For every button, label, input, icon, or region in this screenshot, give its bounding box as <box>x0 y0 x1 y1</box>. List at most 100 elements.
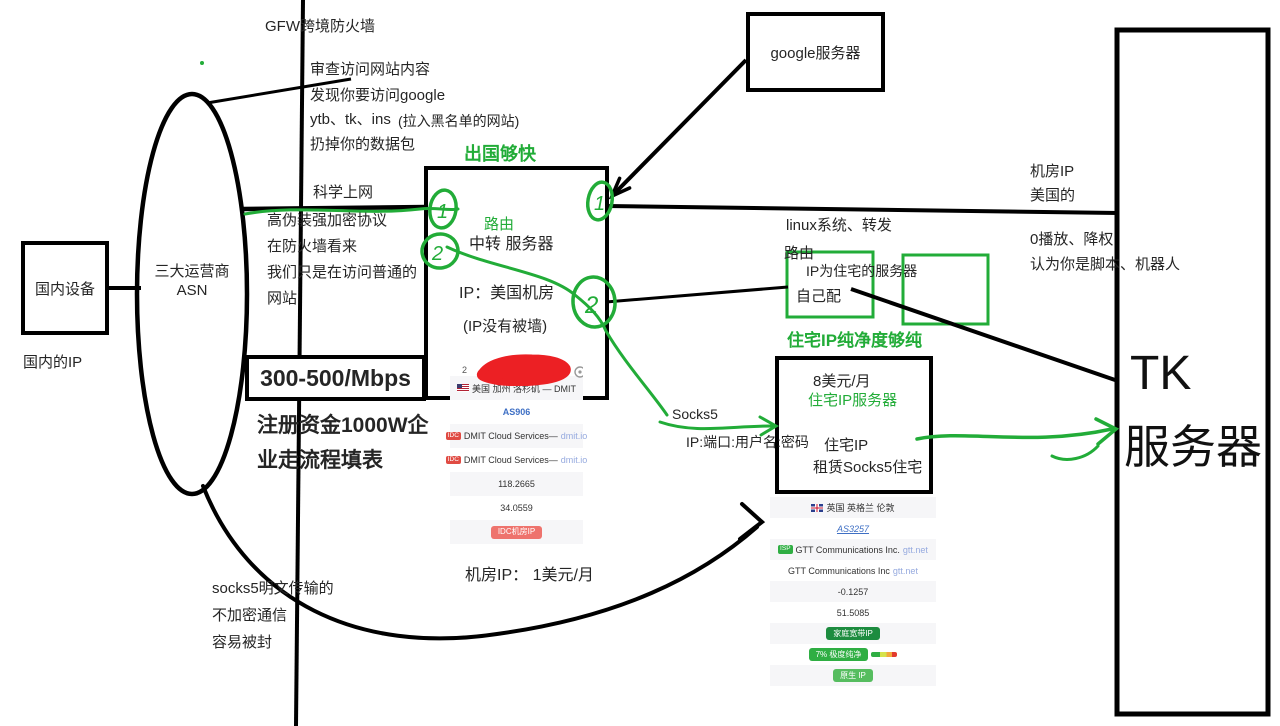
transit-to-tk-line <box>606 204 1119 215</box>
carrier-asn-ellipse <box>134 91 250 497</box>
residential-ip-card: 英国 英格兰 伦敦 AS3257 ISP GTT Communications … <box>770 497 936 686</box>
risk-gradient-bar <box>871 652 898 657</box>
idc-badge: IDC <box>445 455 461 465</box>
step1-circle-left <box>428 188 458 230</box>
dc-asn-owner-link[interactable]: dmit.io <box>560 431 588 441</box>
resi-risk-row: 7% 极度纯净 <box>770 644 936 665</box>
warning-line-1: socks5明文传输的 <box>212 580 334 597</box>
carrier-line-2: ASN <box>176 282 208 299</box>
socks5-credential: IP:端口:用户名:密码 <box>686 434 809 450</box>
warning-line-3: 容易被封 <box>212 634 273 651</box>
residential-server-label: 住宅IP服务器 <box>808 392 898 409</box>
isp-badge: ISP <box>778 545 793 554</box>
resi-native-row: 原生 IP <box>770 665 936 686</box>
resi-asn-link[interactable]: AS3257 <box>836 523 870 534</box>
resi-location-row: 英国 英格兰 伦敦 <box>770 497 936 518</box>
ip-redaction-scribble <box>476 354 583 386</box>
resi-org: GTT Communications Inc <box>788 565 890 576</box>
dc-longitude-row: 118.2665 <box>450 472 583 496</box>
self-config-green-box <box>785 250 875 319</box>
carrier-to-wall-line <box>206 77 352 105</box>
google-server-label: google服务器 <box>770 44 861 62</box>
green-route-curve <box>445 245 669 417</box>
gfw-inspect-line-1: 审查访问网站内容 <box>310 61 431 78</box>
green-resi-arrowhead <box>1094 417 1120 446</box>
redacted-ip-row: 2 <box>450 352 583 386</box>
google-server-box <box>746 12 885 92</box>
bandwidth-label: 300-500/Mbps <box>260 364 411 391</box>
resi-asn-owner-row: ISP GTT Communications Inc. gtt.net <box>770 539 936 560</box>
bypass-line-4: 网站 <box>267 290 298 307</box>
resibox-to-tk-line <box>850 287 1119 383</box>
step2-digit-right: 2 <box>584 292 598 319</box>
step2-circle-right <box>571 275 617 329</box>
bypass-line-2: 在防火墙看来 <box>267 238 358 255</box>
transit-note: (IP没有被墙) <box>463 318 548 335</box>
socks5-plaintext-curve-arrow <box>201 484 759 641</box>
green-socks-arrow <box>658 420 774 431</box>
dc-latitude-row: 34.0559 <box>500 503 533 513</box>
transit-to-resibox-line <box>605 285 789 304</box>
register-line-1: 注册资金1000W企 <box>257 414 429 437</box>
dc-org: DMIT Cloud Services— <box>463 455 558 465</box>
gb-flag-icon <box>811 503 824 512</box>
bypass-line-1: 高伪装强加密协议 <box>267 212 388 229</box>
gfw-inspect-line-4: 扔掉你的数据包 <box>310 136 416 153</box>
step2-circle-left <box>420 232 460 270</box>
carrier-to-transit-line <box>242 204 428 212</box>
transit-headline: 出国够快 <box>464 144 536 164</box>
socks5-label: Socks5 <box>672 406 718 422</box>
gfw-inspect-line-2: 发现你要访问google <box>310 87 446 104</box>
risk-score-tag: 7% 极度纯净 <box>808 648 869 661</box>
residential-lease: 租赁Socks5住宅 <box>813 459 923 476</box>
us-flag-icon <box>457 384 469 392</box>
green-arrow-tail-hook <box>1050 444 1100 461</box>
bandwidth-box <box>245 355 426 401</box>
domestic-ip-note: 国内的IP <box>23 354 83 371</box>
dc-location: 美国 加州 洛杉矶 — DMIT <box>472 383 576 394</box>
transit-to-google-line <box>610 58 748 198</box>
curve-arrowhead <box>738 502 766 541</box>
eye-icon-pupil <box>578 370 582 374</box>
transit-name: 中转 服务器 <box>469 236 554 253</box>
tk-server-box <box>1114 27 1271 717</box>
resi-latitude-row: 51.5085 <box>836 607 870 618</box>
resi-org-row: GTT Communications Inc gtt.net <box>770 560 936 581</box>
warning-line-2: 不加密通信 <box>212 607 288 624</box>
step1-digit-left: 1 <box>437 201 448 223</box>
red-scribble <box>476 354 571 386</box>
dc-org-row: IDC DMIT Cloud Services— dmit.io <box>445 448 587 472</box>
dc-asn-owner-row: IDC DMIT Cloud Services— dmit.io <box>445 424 587 448</box>
resi-setup-line-1: linux系统、转发 <box>786 217 892 234</box>
step1-digit-right: 1 <box>594 193 605 215</box>
dc-org-link[interactable]: dmit.io <box>560 455 588 465</box>
gfw-inspect-line-3: ytb、tk、ins <box>310 111 391 128</box>
resi-asn-owner-link[interactable]: gtt.net <box>902 544 928 555</box>
dc-asn-link[interactable]: AS906 <box>502 407 531 417</box>
domestic-device-label: 国内设备 <box>34 280 95 298</box>
native-ip-tag: 原生 IP <box>833 669 873 682</box>
datacenter-ip-card: 2 美国 加州 洛杉矶 — DMIT AS906 IDC DMIT Cloud … <box>445 352 587 544</box>
resi-org-link[interactable]: gtt.net <box>892 565 918 576</box>
ip-fragment: 2 <box>462 365 468 375</box>
dc-asn-owner: DMIT Cloud Services— <box>463 431 558 441</box>
bypass-label: 科学上网 <box>313 184 374 201</box>
resi-ip-type-row: 家庭宽带IP <box>770 623 936 644</box>
tk-ip-line-1: 机房IP <box>1030 163 1075 180</box>
resi-location: 英国 英格兰 伦敦 <box>826 503 895 513</box>
home-broadband-tag: 家庭宽带IP <box>826 627 880 640</box>
resi-asn-row: AS3257 <box>770 518 936 539</box>
green-resi-to-tk-arrow <box>915 427 1114 441</box>
tk-ip-line-2: 美国的 <box>1030 187 1076 204</box>
resi-setup-box-line-1: IP为住宅的服务器 <box>806 263 918 279</box>
stray-green-dot <box>200 61 204 65</box>
dc-asn-row: AS906 <box>450 400 583 424</box>
residential-type: 住宅IP <box>824 437 869 454</box>
resi-longitude-row: -0.1257 <box>770 581 936 602</box>
tk-penalty-line-1: 0播放、降权 <box>1030 231 1114 248</box>
resi-asn-owner: GTT Communications Inc. <box>795 544 900 555</box>
tk-penalty-line-2: 认为你是脚本、机器人 <box>1030 256 1181 273</box>
idc-ip-type-tag: IDC机房IP <box>490 525 543 539</box>
step2-digit-left: 2 <box>431 243 443 265</box>
